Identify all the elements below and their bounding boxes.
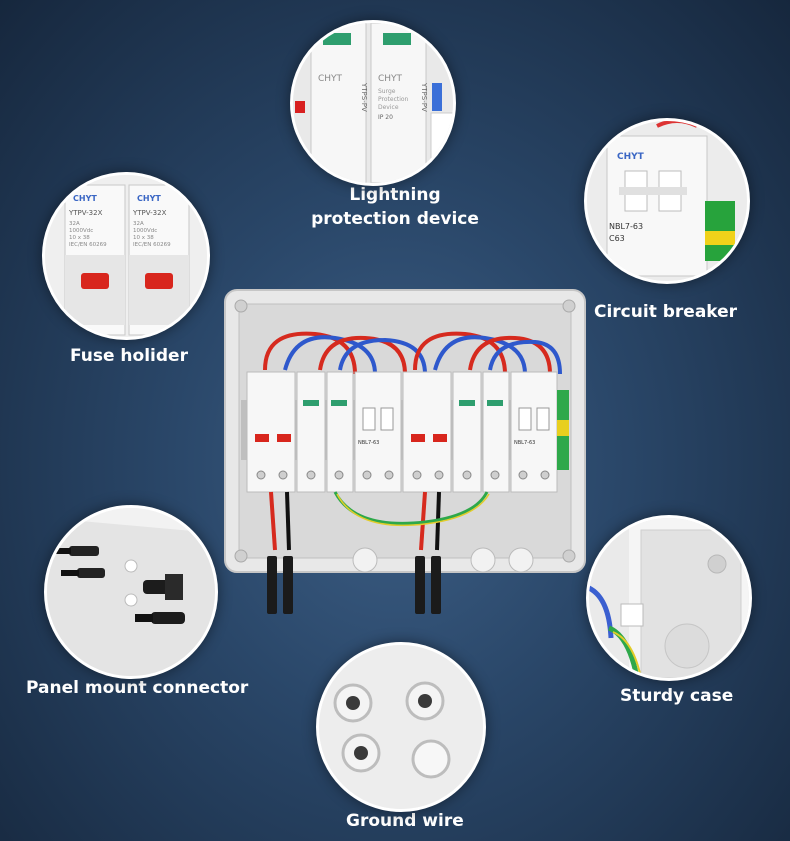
spd-ip: IP 20 bbox=[378, 114, 393, 121]
spd-model-2: YTPS-PV bbox=[420, 82, 428, 112]
combiner-box-photo: NBL7-63 NBL7-63 bbox=[224, 289, 586, 620]
lightning-label-line1: Lightning bbox=[349, 185, 441, 205]
fuse-spec-2c: 10 x 38 bbox=[133, 235, 154, 241]
ground-wire-photo bbox=[316, 642, 486, 812]
fuse-spec-2d: IEC/EN 60269 bbox=[133, 242, 171, 248]
fuse-spec-1b: 1000Vdc bbox=[69, 228, 93, 234]
fuse-brand-2: CHYT bbox=[137, 194, 161, 203]
main-breaker-model-1: NBL7-63 bbox=[358, 440, 379, 446]
fuse-spec-2b: 1000Vdc bbox=[133, 228, 157, 234]
fuse-holder-photo: CHYT CHYT YTPV-32X YTPV-32X 32A 1000Vdc … bbox=[42, 172, 210, 340]
spd-brand-2: CHYT bbox=[378, 74, 403, 84]
main-breaker-model-2: NBL7-63 bbox=[514, 440, 535, 446]
circuit-breaker-photo: CHYT NBL7-63 C63 bbox=[584, 118, 750, 284]
spd-title-2: Protection bbox=[378, 96, 409, 103]
breaker-rating: C63 bbox=[609, 234, 625, 243]
breaker-model: NBL7-63 bbox=[609, 222, 643, 231]
panel-connector-photo bbox=[44, 505, 218, 679]
fuse-model-2: YTPV-32X bbox=[132, 209, 167, 217]
spd-brand-1: CHYT bbox=[318, 74, 343, 84]
lightning-protection-label: Lightning protection device bbox=[300, 183, 490, 231]
fuse-spec-2a: 32A bbox=[133, 221, 144, 227]
lightning-label-line2: protection device bbox=[311, 209, 479, 229]
fuse-brand-1: CHYT bbox=[73, 194, 97, 203]
breaker-brand: CHYT bbox=[617, 152, 645, 162]
fuse-holder-label: Fuse holider bbox=[70, 346, 188, 366]
spd-title-3: Device bbox=[378, 104, 399, 111]
fuse-model-1: YTPV-32X bbox=[68, 209, 103, 217]
sturdy-case-label: Sturdy case bbox=[620, 686, 734, 706]
ground-wire-label: Ground wire bbox=[346, 811, 464, 831]
circuit-breaker-label: Circuit breaker bbox=[594, 302, 738, 322]
lightning-protection-photo: CHYT CHYT Surge Protection Device IP 20 … bbox=[290, 20, 456, 186]
fuse-spec-1a: 32A bbox=[69, 221, 80, 227]
spd-title-1: Surge bbox=[378, 88, 396, 95]
sturdy-case-photo bbox=[586, 515, 752, 681]
spd-model-1: YTPS-PV bbox=[360, 82, 368, 112]
fuse-spec-1d: IEC/EN 60269 bbox=[69, 242, 107, 248]
panel-connector-label: Panel mount connector bbox=[26, 678, 249, 698]
fuse-spec-1c: 10 x 38 bbox=[69, 235, 90, 241]
